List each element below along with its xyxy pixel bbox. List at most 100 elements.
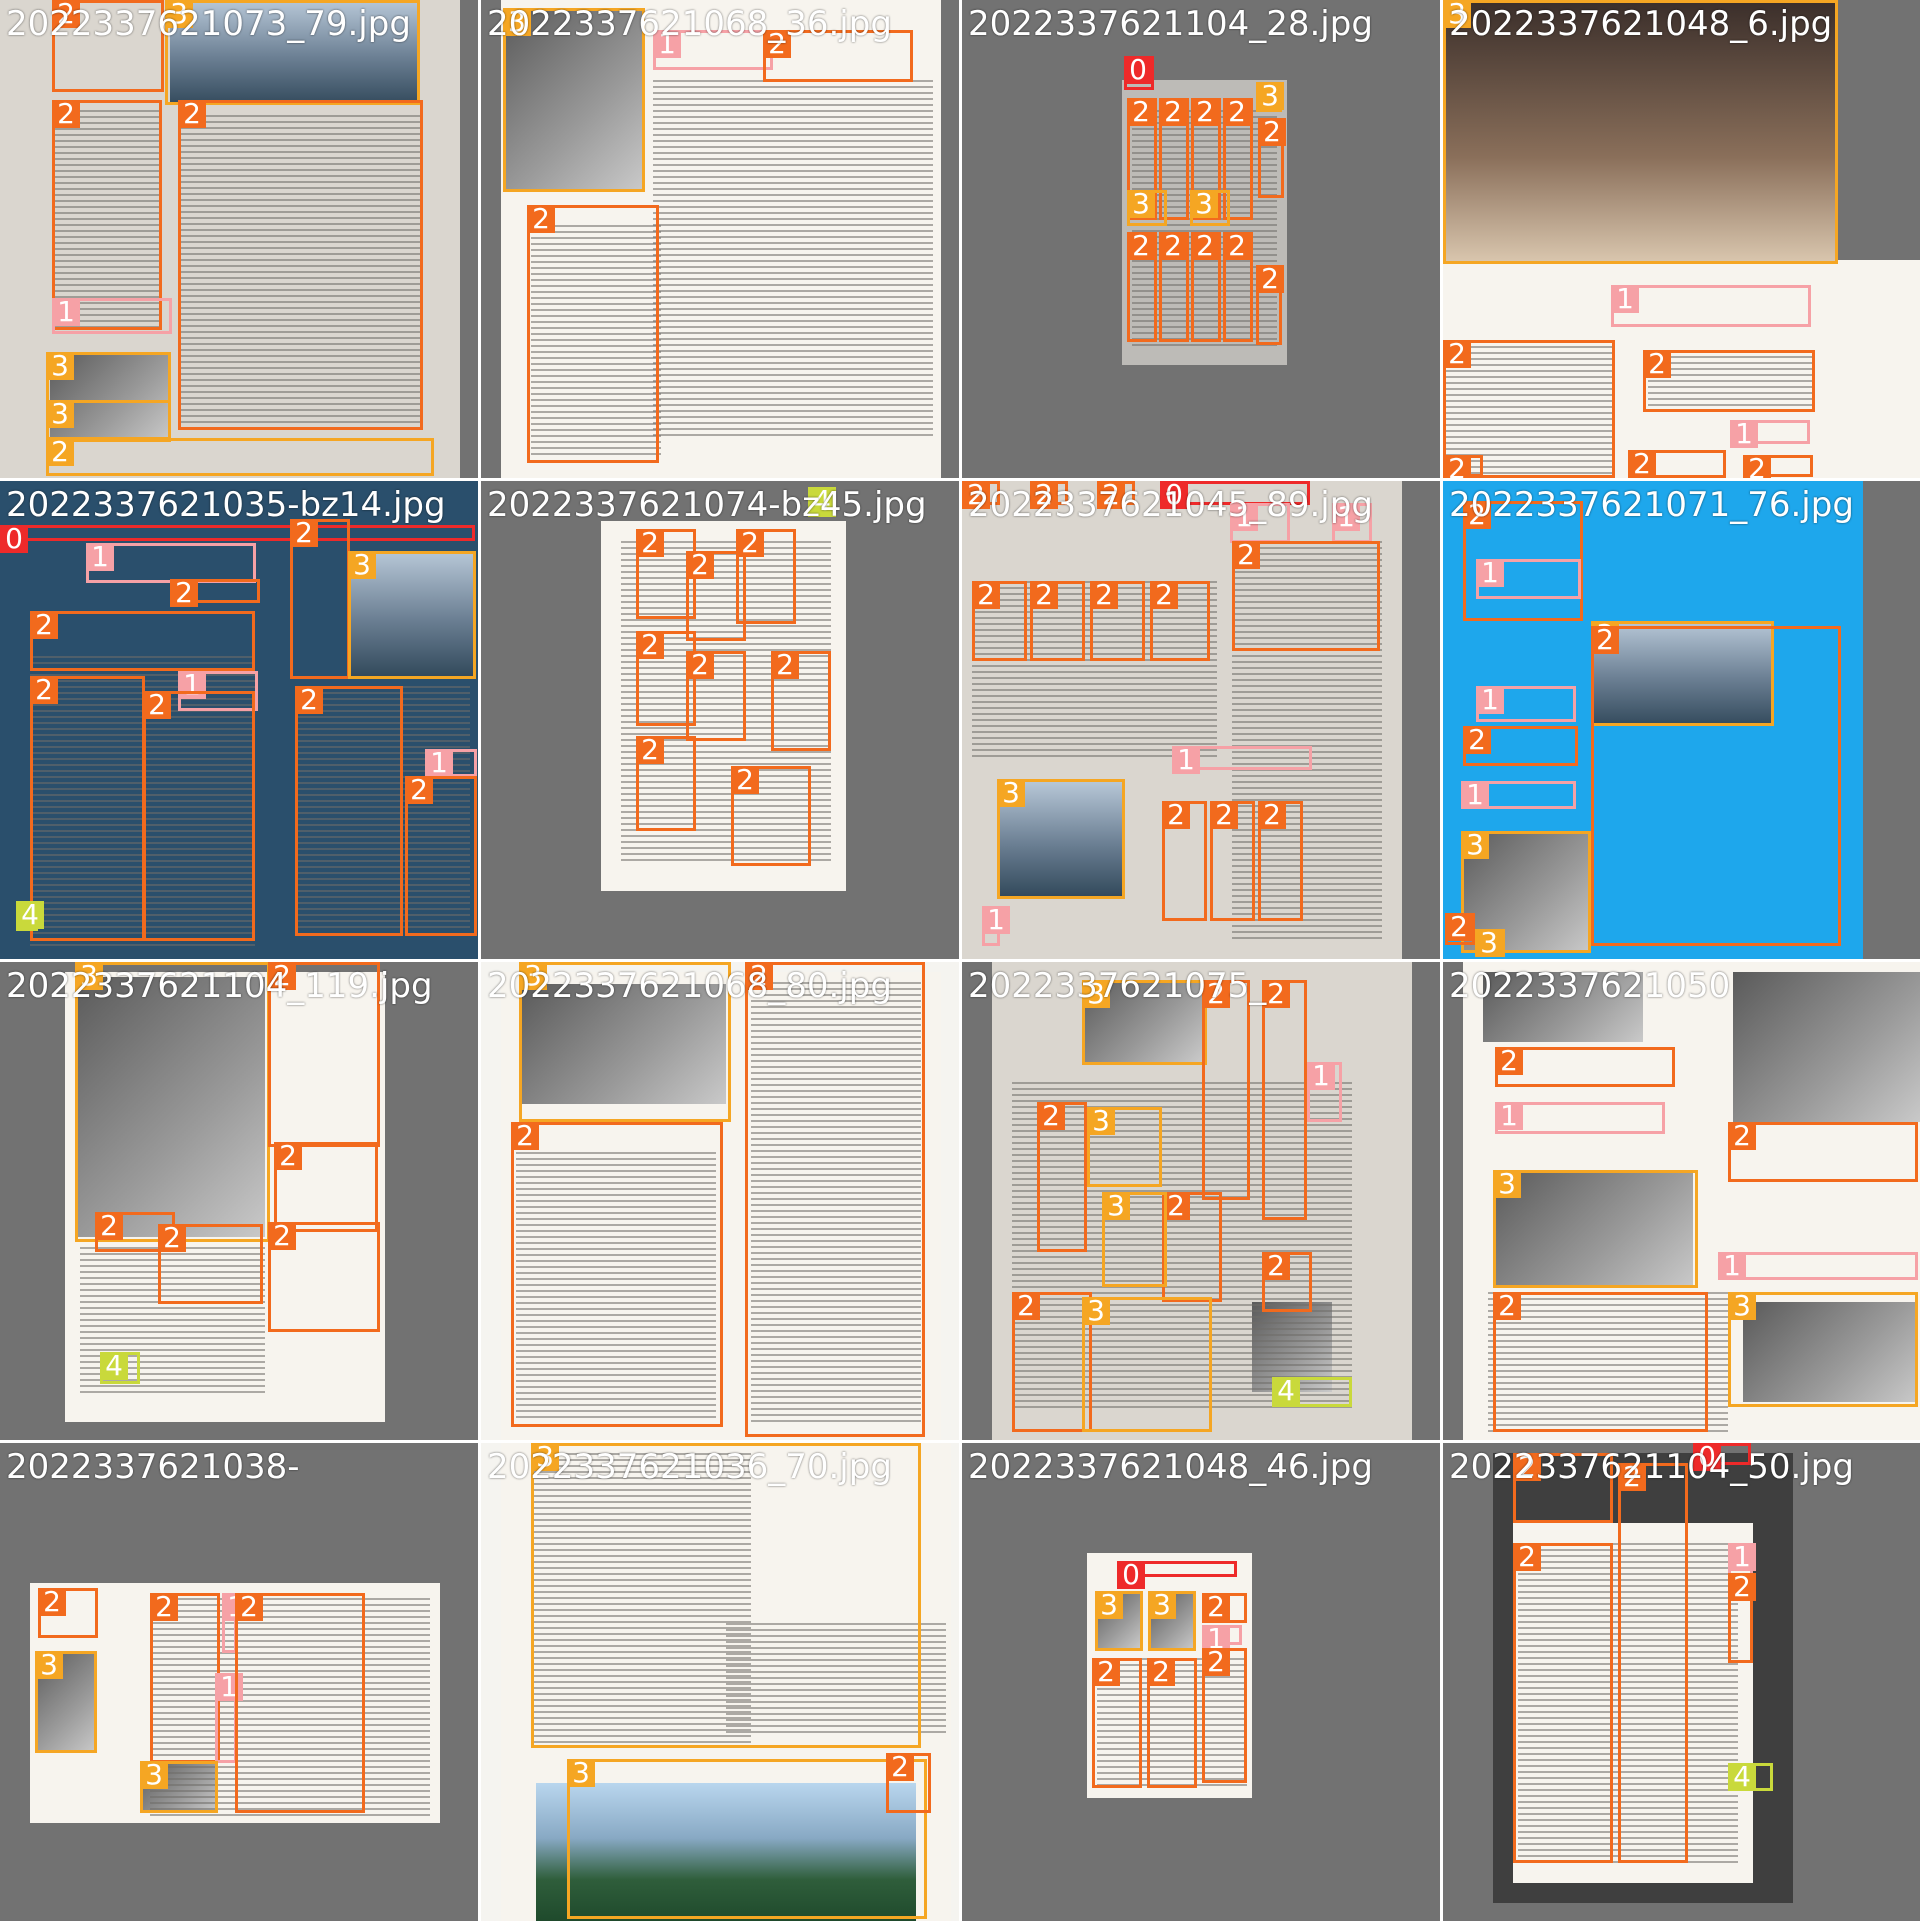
box-label: 2 [1445,913,1473,941]
box-label: 1 [52,298,80,326]
box-class-2: 2 [170,579,260,607]
box-class-1: 1 [1728,1543,1756,1583]
box-class-3: 3 [1256,82,1284,112]
box-label: 2 [1628,450,1656,478]
text-block [1443,340,1613,475]
box-class-2: 2 [1513,1543,1613,1863]
text-block [516,1152,716,1422]
box-class-2: 2 [1127,232,1157,342]
box-class-2: 2 [1443,340,1615,478]
box-label: 2 [1591,626,1619,654]
box-class-1: 1 [1611,285,1811,327]
box-class-4: 4 [16,901,44,931]
box-label: 2 [686,551,714,579]
box-label: 3 [1493,1170,1521,1198]
box-label: 1 [1728,1543,1756,1571]
box-label: 1 [1172,746,1200,774]
box-class-1: 1 [425,749,477,777]
box-label: 2 [1262,1252,1290,1280]
box-label: 2 [1150,581,1178,609]
box-label: 2 [290,519,318,547]
box-class-2: 2 [1210,801,1255,921]
box-label: 2 [1258,801,1286,829]
box-class-2: 2 [235,1593,365,1813]
box-label: 1 [653,30,681,58]
box-label: 3 [140,1761,168,1789]
box-class-4: 4 [808,487,836,517]
box-label: 2 [1223,232,1251,260]
box-label: 3 [1102,1192,1130,1220]
box-class-2: 2 [636,736,696,831]
box-label: 3 [997,779,1025,807]
box-label: 2 [268,962,296,990]
box-class-2: 2 [731,766,811,866]
box-class-2: 2 [1258,118,1286,198]
box-class-2: 2 [1258,801,1303,921]
box-class-1: 1 [1461,781,1576,809]
box-class-3: 3 [348,551,476,679]
box-label: 3 [1443,0,1471,28]
tile-12: 2 3 2 1 1 3 2 2022337621038- [0,1443,478,1921]
text-block [52,110,162,330]
box-label: 2 [1092,1658,1120,1686]
box-class-2: 2 [1262,1252,1312,1312]
box-class-1: 1 [215,1673,243,1763]
box-label: 2 [1097,481,1125,509]
box-class-2: 2 [1202,1648,1247,1783]
box-class-2: 2 [1618,1463,1688,1863]
box-class-2: 2 [95,1212,175,1252]
box-label: 2 [1127,232,1155,260]
box-class-1: 1 [1495,1102,1665,1134]
box-class-3: 3 [1443,0,1838,264]
box-label: 2 [274,1142,302,1170]
box-class-3: 3 [531,1443,921,1748]
box-class-2: 2 [268,962,380,1147]
box-label: 3 [35,1651,63,1679]
box-class-1: 1 [1172,746,1312,774]
text-block [180,115,420,425]
box-class-2: 2 [962,481,1000,509]
box-class-2: 2 [1030,481,1068,509]
box-class-1: 1 [52,298,172,334]
box-label: 2 [1012,1292,1040,1320]
tile-caption: 2022337621048_6.jpg [1449,4,1833,44]
box-label: 2 [731,766,759,794]
box-class-2: 2 [1092,1658,1142,1788]
tile-caption: 2022337621050 [1449,966,1731,1006]
box-label: 4 [808,487,836,515]
box-class-0: 0 [1124,56,1154,90]
box-class-0: 0 [1693,1443,1751,1471]
box-label: 2 [268,1222,296,1250]
box-label: 3 [1190,190,1218,218]
box-class-2: 2 [158,1224,263,1304]
box-label: 1 [86,543,114,571]
tile-10: 3 2 2 1 2 3 2 3 2 3 2 4 2022337621075_ [962,962,1440,1440]
box-class-2: 2 [763,30,913,82]
box-class-2: 2 [52,0,164,92]
tile-15: 2 2 0 2 1 2 4 2022337621104_50.jpg [1443,1443,1920,1921]
box-label: 2 [38,1588,66,1616]
box-class-2: 2 [1162,801,1207,921]
box-label: 2 [1493,1292,1521,1320]
box-label: 0 [0,525,28,553]
box-class-2: 2 [1463,726,1578,766]
box-label: 1 [1718,1252,1746,1280]
tile-5: 2 2 2 2 2 2 2 2 4 2022337621074-bz45.jpg [481,481,959,959]
box-label: 2 [235,1593,263,1621]
photo [1483,972,1643,1042]
box-label: 3 [165,0,193,28]
box-class-2: 2 [52,100,162,330]
box-label: 4 [16,901,44,929]
box-class-2: 2 [38,1588,98,1638]
box-label: 2 [46,438,74,466]
box-label: 2 [1162,801,1190,829]
box-class-0: 0 [0,525,475,553]
box-label: 2 [1127,98,1155,126]
box-class-3: 3 [1102,1192,1167,1287]
box-label: 2 [1513,1453,1541,1481]
box-class-2: 2 [30,676,145,941]
tile-caption: 2022337621068_36.jpg [487,4,892,44]
box-label: 0 [1124,56,1152,84]
box-label: 2 [178,100,206,128]
box-label: 2 [1159,98,1187,126]
